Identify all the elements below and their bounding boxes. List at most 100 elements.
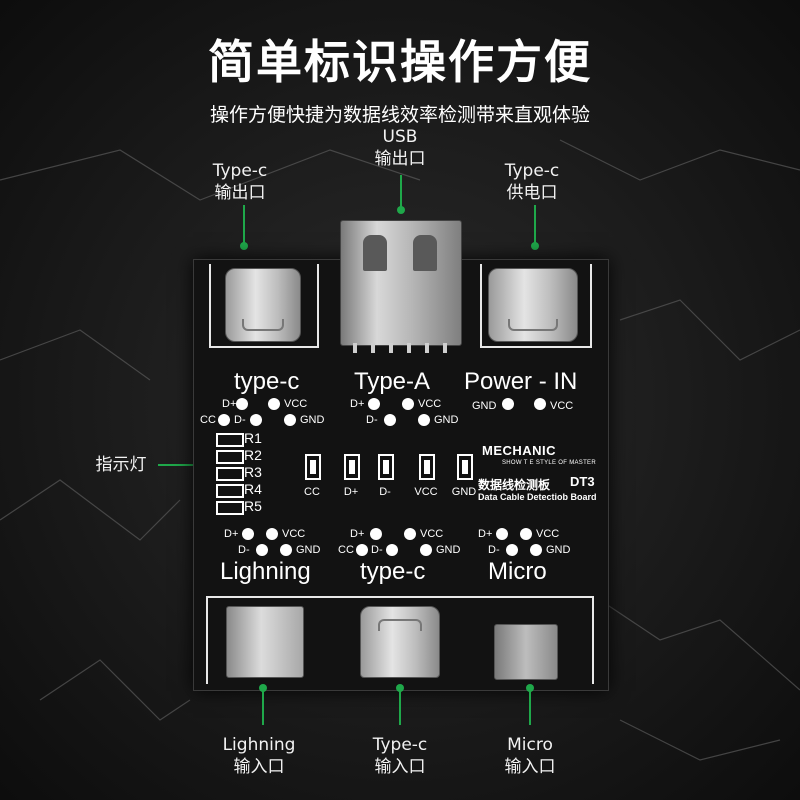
pin-dot — [384, 414, 396, 426]
led-dplus — [344, 454, 360, 480]
pin-label-dplus: D+ — [350, 528, 365, 540]
board-model: DT3 — [570, 474, 595, 489]
brand-logo: MECHANIC — [482, 443, 557, 458]
pin-label-dplus: D+ — [224, 528, 239, 540]
callout-indicator: 指示灯 — [95, 455, 147, 475]
pin-dot — [236, 398, 248, 410]
pin-dot — [502, 398, 514, 410]
callout-micro-in: Micro 输入口 — [480, 734, 580, 778]
label-bottom-micro: Micro — [488, 558, 547, 585]
led-label: GND — [451, 486, 477, 498]
pin-label-dplus: D+ — [222, 398, 237, 410]
page-subtitle: 操作方便快捷为数据线效率检测带来直观体验 — [209, 104, 590, 126]
callout-lightning-in-line2: 输入口 — [233, 757, 285, 777]
bracket-typec-power — [480, 264, 592, 348]
led-dminus — [378, 454, 394, 480]
resistor-label: R1 — [244, 430, 262, 446]
pin-dot — [530, 544, 542, 556]
pin-dot — [266, 528, 278, 540]
resistor-r1 — [216, 433, 244, 447]
callout-usb-out-line2: 输出口 — [374, 149, 426, 169]
callout-typec-out-line2: 输出口 — [214, 183, 266, 203]
callout-lightning-in: Lighning 输入口 — [208, 734, 310, 778]
pin-dot — [520, 528, 532, 540]
pin-label-vcc: VCC — [420, 528, 444, 540]
callout-typec-power-line2: 供电口 — [506, 183, 558, 203]
pin-label-dminus: D- — [371, 544, 383, 556]
callout-typec-in-line2: 输入口 — [374, 757, 426, 777]
pin-label-cc: CC — [338, 544, 354, 556]
page-title: 简单标识操作方便 — [208, 35, 592, 89]
pin-dot — [402, 398, 414, 410]
pin-label-dminus: D- — [238, 544, 250, 556]
pin-dot — [370, 528, 382, 540]
leader-line-typec-power — [534, 205, 536, 245]
callout-usb-out-line1: USB — [382, 127, 418, 147]
pin-dot — [420, 544, 432, 556]
led-label: D- — [379, 486, 391, 498]
typec-input-port — [360, 606, 440, 678]
resistor-r5 — [216, 501, 244, 515]
pin-label-vcc: VCC — [418, 398, 442, 410]
pin-label-dplus: D+ — [350, 398, 365, 410]
pin-dot — [256, 544, 268, 556]
label-top-typea: Type-A — [354, 368, 431, 395]
pin-dot — [534, 398, 546, 410]
callout-micro-in-line1: Micro — [507, 735, 553, 755]
leader-dot-lightning-in — [259, 684, 267, 692]
callout-typec-power: Type-c 供电口 — [487, 160, 577, 204]
resistor-r2 — [216, 450, 244, 464]
pin-dot — [506, 544, 518, 556]
pin-dot — [386, 544, 398, 556]
leader-line-micro-in — [529, 690, 531, 725]
pin-label-gnd: GND — [296, 544, 321, 556]
label-top-power: Power - IN — [464, 368, 578, 395]
bracket-input-ports — [206, 596, 594, 684]
leader-line-typec-in — [399, 690, 401, 725]
pin-dot — [250, 414, 262, 426]
pin-dot — [268, 398, 280, 410]
callout-micro-in-line2: 输入口 — [504, 757, 556, 777]
label-bottom-lightning: Lighning — [220, 558, 311, 585]
board-name-cn: 数据线检测板 — [478, 478, 551, 492]
leader-dot-typec-in — [396, 684, 404, 692]
pin-label-gnd: GND — [472, 400, 497, 412]
pin-label-dminus: D- — [234, 414, 246, 426]
led-vcc — [419, 454, 435, 480]
pin-label-vcc: VCC — [536, 528, 560, 540]
usb-a-output-port — [340, 220, 462, 353]
lightning-input-port — [226, 606, 304, 678]
pin-label-gnd: GND — [436, 544, 461, 556]
typec-power-port — [488, 268, 578, 342]
leader-line-typec-out — [243, 205, 245, 245]
leader-dot-micro-in — [526, 684, 534, 692]
typec-output-port — [225, 268, 301, 342]
callout-typec-in-line1: Type-c — [372, 735, 428, 755]
pin-label-vcc: VCC — [550, 400, 574, 412]
callout-typec-in: Type-c 输入口 — [350, 734, 450, 778]
led-cc — [305, 454, 321, 480]
pin-dot — [404, 528, 416, 540]
label-bottom-typec: type-c — [360, 558, 426, 585]
pin-dot — [284, 414, 296, 426]
leader-line-lightning-in — [262, 690, 264, 725]
pin-dot — [218, 414, 230, 426]
bracket-typec-out — [209, 264, 319, 348]
micro-input-port — [494, 624, 558, 680]
callout-usb-out: USB 输出口 — [355, 126, 445, 170]
led-label: D+ — [343, 486, 359, 498]
pin-label-vcc: VCC — [282, 528, 306, 540]
leader-dot-usb-out — [397, 206, 405, 214]
pin-label-dplus: D+ — [478, 528, 493, 540]
resistor-label: R3 — [244, 464, 262, 480]
callout-lightning-in-line1: Lighning — [222, 735, 296, 755]
resistor-label: R5 — [244, 498, 262, 514]
callout-typec-out-line1: Type-c — [212, 161, 268, 181]
resistor-r3 — [216, 467, 244, 481]
pin-label-cc: CC — [200, 414, 216, 426]
pin-label-dminus: D- — [366, 414, 378, 426]
resistor-label: R4 — [244, 481, 262, 497]
callout-typec-out: Type-c 输出口 — [195, 160, 285, 204]
pin-label-gnd: GND — [434, 414, 459, 426]
pin-label-dminus: D- — [488, 544, 500, 556]
